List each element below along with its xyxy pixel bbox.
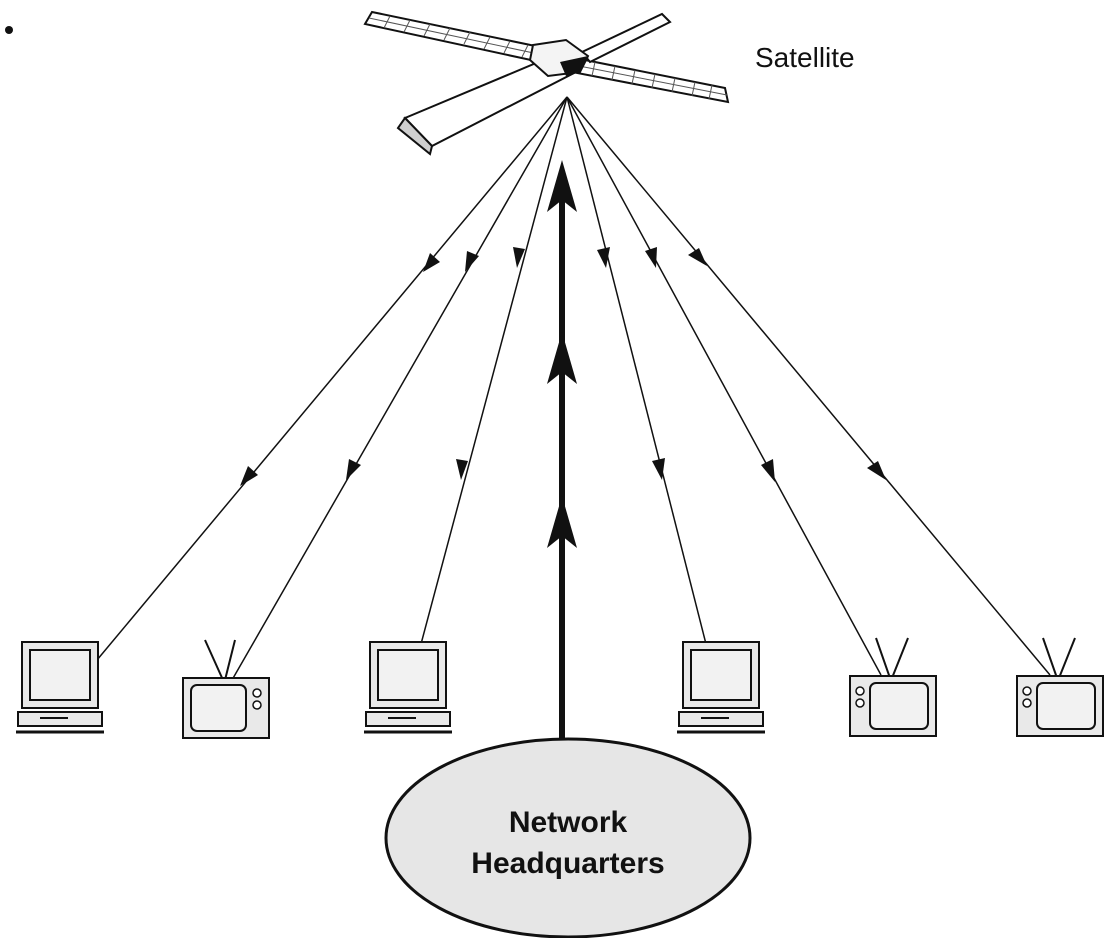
beam-to-tv-2 — [566, 96, 882, 676]
uplink-beam — [547, 160, 577, 742]
arrowhead — [513, 247, 525, 268]
satellite-label: Satellite — [755, 42, 855, 73]
arrowhead — [597, 247, 610, 268]
satellite-icon — [363, 10, 730, 156]
uplink-arrowhead — [547, 496, 577, 548]
arrowhead — [465, 251, 479, 272]
network-headquarters: Network Headquarters — [384, 737, 752, 939]
beam-to-computer-1 — [96, 96, 568, 661]
computer-icon — [364, 641, 452, 734]
television-icon — [849, 637, 937, 737]
television-icon — [182, 639, 270, 739]
headquarters-ellipse — [384, 737, 752, 939]
arrowhead — [652, 458, 665, 480]
beam-to-computer-2 — [420, 96, 568, 645]
computer-icon — [16, 641, 104, 734]
arrowhead — [867, 461, 886, 480]
uplink-arrowhead — [547, 160, 577, 212]
headquarters-label-line2: Headquarters — [471, 847, 664, 880]
downlink-beams — [96, 96, 1051, 681]
arrowhead — [240, 466, 258, 486]
television-icon — [1016, 637, 1104, 737]
computer-icon — [677, 641, 765, 734]
beam-to-tv-1 — [231, 96, 568, 681]
beam-to-tv-3 — [566, 96, 1051, 676]
arrowhead — [688, 248, 707, 266]
arrowhead — [761, 459, 775, 482]
arrowhead — [346, 459, 361, 480]
bullet-dot — [5, 26, 13, 34]
solar-panel-left — [363, 10, 547, 64]
arrowhead — [423, 253, 440, 272]
arrowhead — [456, 459, 468, 480]
solar-panel-right — [570, 56, 730, 104]
beam-to-computer-3 — [566, 96, 707, 645]
headquarters-label-line1: Network — [509, 806, 628, 839]
uplink-arrowhead — [547, 332, 577, 384]
downlink-arrows — [240, 247, 886, 486]
arrowhead — [645, 247, 657, 268]
